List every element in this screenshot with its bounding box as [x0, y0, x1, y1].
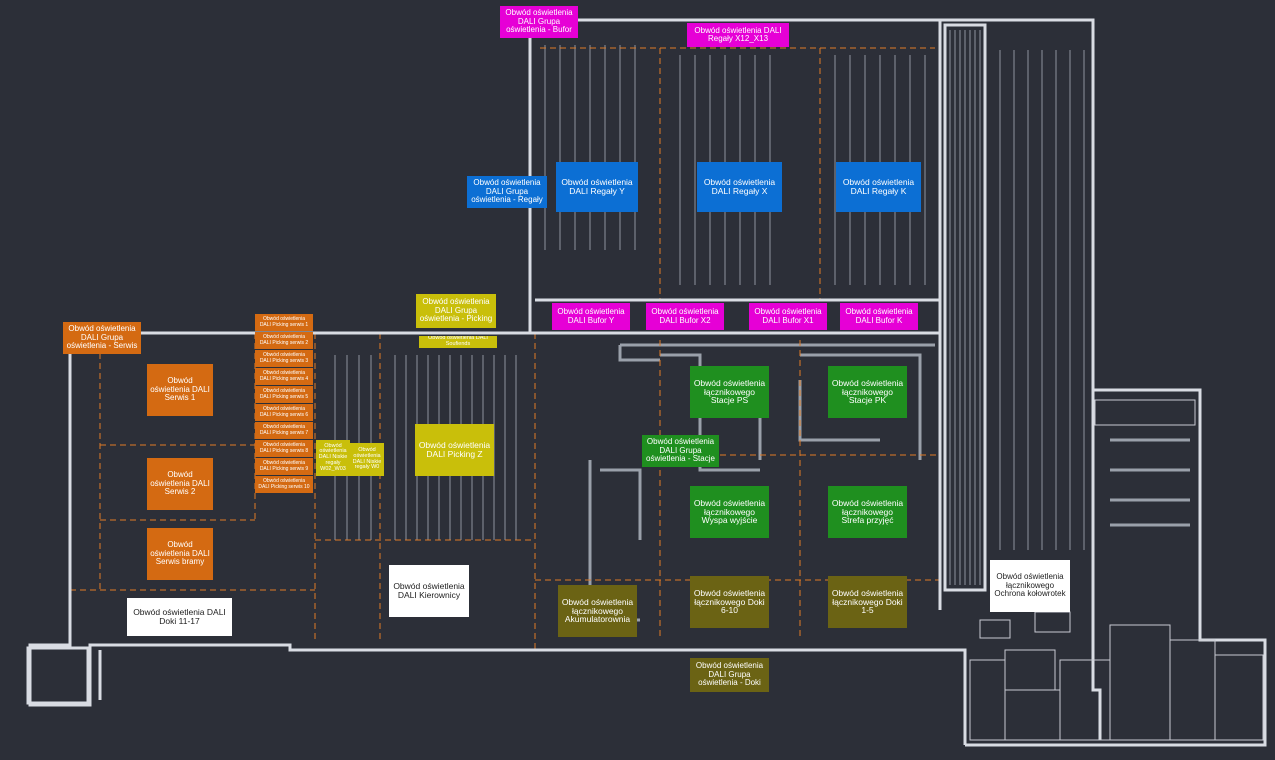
- circuit-label-picking-serwis-5: Obwód oświetlenia DALI Picking serwis 5: [255, 386, 313, 403]
- building-walls: [26, 18, 1267, 747]
- circuit-label-niskie-regaly-w0: Obwód oświetlenia DALI Niskie regały W0: [350, 443, 384, 476]
- circuit-label-picking-serwis-7: Obwód oświetlenia DALI Picking serwis 7: [255, 422, 313, 439]
- room: [1004, 649, 1056, 691]
- circuit-label-kierownicy: Obwód oświetlenia DALI Kierownicy: [389, 565, 469, 617]
- room: [1094, 399, 1196, 426]
- circuit-label-regaly-y: Obwód oświetlenia DALI Regały Y: [556, 162, 638, 212]
- circuit-label-bufor-x2: Obwód oświetlenia DALI Bufor X2: [646, 303, 724, 330]
- circuit-label-picking-group: Obwód oświetlenia DALI Grupa oświetlenia…: [416, 294, 496, 328]
- room: [979, 619, 1011, 639]
- circuit-label-stacje-pk: Obwód oświetlenia łącznikowego Stacje PK: [828, 366, 907, 418]
- circuit-label-doki-6-10: Obwód oświetlenia łącznikowego Doki 6-10: [690, 576, 769, 628]
- wall-segment: [28, 20, 967, 745]
- circuit-label-regaly-k: Obwód oświetlenia DALI Regały K: [836, 162, 921, 212]
- circuit-label-regaly-x: Obwód oświetlenia DALI Regały X: [697, 162, 782, 212]
- circuit-label-wyspa-wyjscie: Obwód oświetlenia łącznikowego Wyspa wyj…: [690, 486, 769, 538]
- room: [969, 659, 1006, 741]
- conveyor: [600, 468, 642, 540]
- circuit-label-picking-serwis-4: Obwód oświetlenia DALI Picking serwis 4: [255, 368, 313, 385]
- circuit-label-picking-serwis-3: Obwód oświetlenia DALI Picking serwis 3: [255, 350, 313, 367]
- circuit-label-picking-z: Obwód oświetlenia DALI Picking Z: [415, 424, 494, 476]
- circuit-label-bufor-k: Obwód oświetlenia DALI Bufor K: [840, 303, 918, 330]
- circuit-label-picking-serwis-9: Obwód oświetlenia DALI Picking serwis 9: [255, 458, 313, 475]
- circuit-label-bufor-y: Obwód oświetlenia DALI Bufor Y: [552, 303, 630, 330]
- circuit-label-regaly-x12-x13: Obwód oświetlenia DALI Regały X12_X13: [687, 23, 789, 47]
- room: [1109, 624, 1171, 741]
- circuit-label-soufiends: Obwód oświetlenia DALI Soufiends: [419, 336, 497, 348]
- circuit-label-picking-serwis-8: Obwód oświetlenia DALI Picking serwis 8: [255, 440, 313, 457]
- circuit-label-bufor-group: Obwód oświetlenia DALI Grupa oświetlenia…: [500, 6, 578, 38]
- vertical-shuttle-aisle: [943, 23, 987, 592]
- office-rooms: [969, 399, 1264, 741]
- circuit-label-serwis-2: Obwód oświetlenia DALI Serwis 2: [147, 458, 213, 510]
- circuit-label-akumulatorownia: Obwód oświetlenia łącznikowego Akumulato…: [558, 585, 637, 637]
- room: [1059, 659, 1111, 741]
- circuit-label-niskie-regaly-w02: Obwód oświetlenia DALI Niskie regały W02…: [316, 440, 350, 476]
- circuit-label-picking-serwis-10: Obwód oświetlenia DALI Picking serwis 10: [255, 476, 313, 493]
- circuit-label-stacje-group: Obwód oświetlenia DALI Grupa oświetlenia…: [642, 435, 719, 467]
- circuit-label-picking-serwis-1: Obwód oświetlenia DALI Picking serwis 1: [255, 314, 313, 331]
- circuit-label-bufor-x1: Obwód oświetlenia DALI Bufor X1: [749, 303, 827, 330]
- circuit-label-serwis-bramy: Obwód oświetlenia DALI Serwis bramy: [147, 528, 213, 580]
- conveyor: [800, 353, 922, 460]
- room: [1004, 689, 1061, 741]
- circuit-label-picking-serwis-6: Obwód oświetlenia DALI Picking serwis 6: [255, 404, 313, 421]
- circuit-label-stacje-ps: Obwód oświetlenia łącznikowego Stacje PS: [690, 366, 769, 418]
- circuit-label-doki-11-17: Obwód oświetlenia DALI Doki 11-17: [127, 598, 232, 636]
- circuit-label-doki-group: Obwód oświetlenia DALI Grupa oświetlenia…: [690, 658, 769, 692]
- circuit-label-serwis-1: Obwód oświetlenia DALI Serwis 1: [147, 364, 213, 416]
- circuit-label-picking-serwis-2: Obwód oświetlenia DALI Picking serwis 2: [255, 332, 313, 349]
- room: [1034, 611, 1071, 633]
- wall-segment: [965, 388, 1267, 747]
- circuit-label-doki-1-5: Obwód oświetlenia łącznikowego Doki 1-5: [828, 576, 907, 628]
- wall-segment: [530, 18, 1102, 740]
- circuit-label-ochrona: Obwód oświetlenia łącznikowego Ochrona k…: [990, 560, 1070, 612]
- room: [1214, 654, 1264, 741]
- circuit-label-strefa-przyjec: Obwód oświetlenia łącznikowego Strefa pr…: [828, 486, 907, 538]
- room: [1169, 639, 1216, 741]
- circuit-label-regaly-group: Obwód oświetlenia DALI Grupa oświetlenia…: [467, 176, 547, 208]
- conveyor: [618, 345, 660, 362]
- circuit-label-serwis-group: Obwód oświetlenia DALI Grupa oświetlenia…: [63, 322, 141, 354]
- corner-room: [26, 646, 90, 705]
